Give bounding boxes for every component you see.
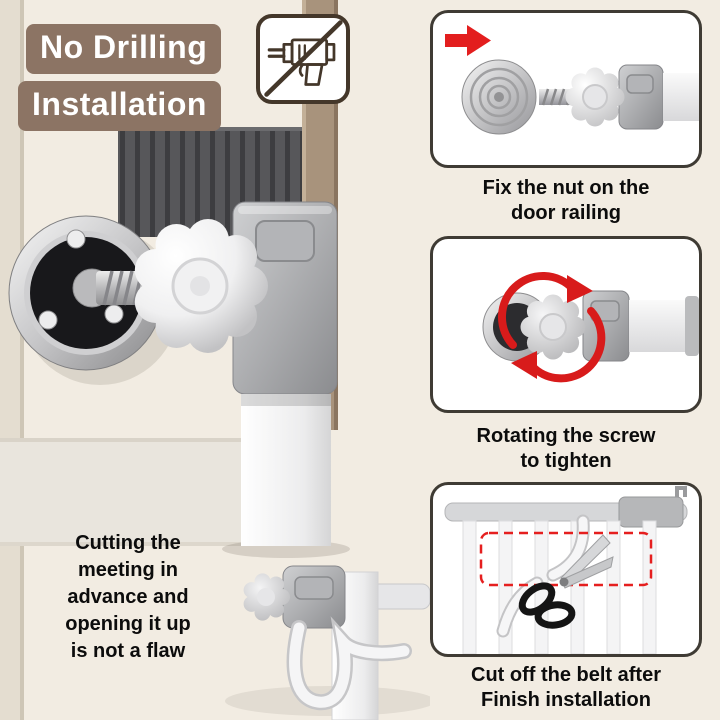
step1-caption: Fix the nut on the door railing: [428, 176, 704, 226]
gate-post: [241, 394, 331, 546]
note-line: is not a flaw: [70, 640, 186, 662]
caption-line: Cut off the belt after: [471, 664, 661, 686]
note-line: Cutting the: [75, 532, 181, 554]
gate-bracket: [582, 290, 630, 362]
step3-caption: Cut off the belt after Finish installati…: [428, 663, 704, 713]
gate-bars: [462, 520, 657, 654]
step-panel-2: [430, 236, 702, 413]
step3-illustration: [444, 486, 688, 654]
caption-line: door railing: [511, 202, 621, 224]
step2-caption: Rotating the screw to tighten: [428, 424, 704, 474]
belt-strap: [286, 616, 412, 711]
tighten-knob: [520, 294, 586, 360]
gate-bracket: [618, 64, 664, 130]
tighten-knob: [565, 67, 625, 127]
wall-cup-disc: [461, 59, 537, 135]
drill-crossed-icon: [264, 20, 343, 97]
step-panel-3: [430, 482, 702, 657]
title-line-1: No Drilling: [26, 24, 222, 74]
gate-bracket: [232, 201, 338, 395]
scissors-icon: [518, 534, 614, 629]
title: No Drilling Installation: [18, 24, 222, 131]
no-drill-icon: [256, 14, 350, 104]
caption-line: Fix the nut on the: [482, 177, 650, 199]
caption-line: to tighten: [520, 450, 612, 472]
floor-band: [0, 438, 244, 546]
screw-thread: [539, 88, 574, 106]
caption-line: Finish installation: [480, 689, 651, 711]
note-line: meeting in: [77, 559, 178, 581]
step1-illustration: [445, 25, 699, 135]
gate-top-rail: [444, 486, 688, 528]
red-arrow-icon: [445, 25, 491, 56]
small-knob: [243, 573, 290, 621]
step2-illustration: [482, 272, 699, 383]
gate-rail: [663, 73, 699, 121]
note-line: advance and: [67, 586, 189, 608]
caption-line: Rotating the screw: [476, 425, 656, 447]
rotate-arrows-icon: [497, 272, 606, 383]
title-line-2: Installation: [18, 81, 221, 131]
step-panel-1: [430, 10, 702, 168]
note-line: opening it up: [65, 613, 191, 635]
note-text: Cutting the meeting in advance and openi…: [22, 530, 234, 665]
gate-rail: [629, 296, 699, 356]
gate-corner-strap-render: [225, 565, 430, 720]
tighten-knob: [134, 219, 268, 353]
